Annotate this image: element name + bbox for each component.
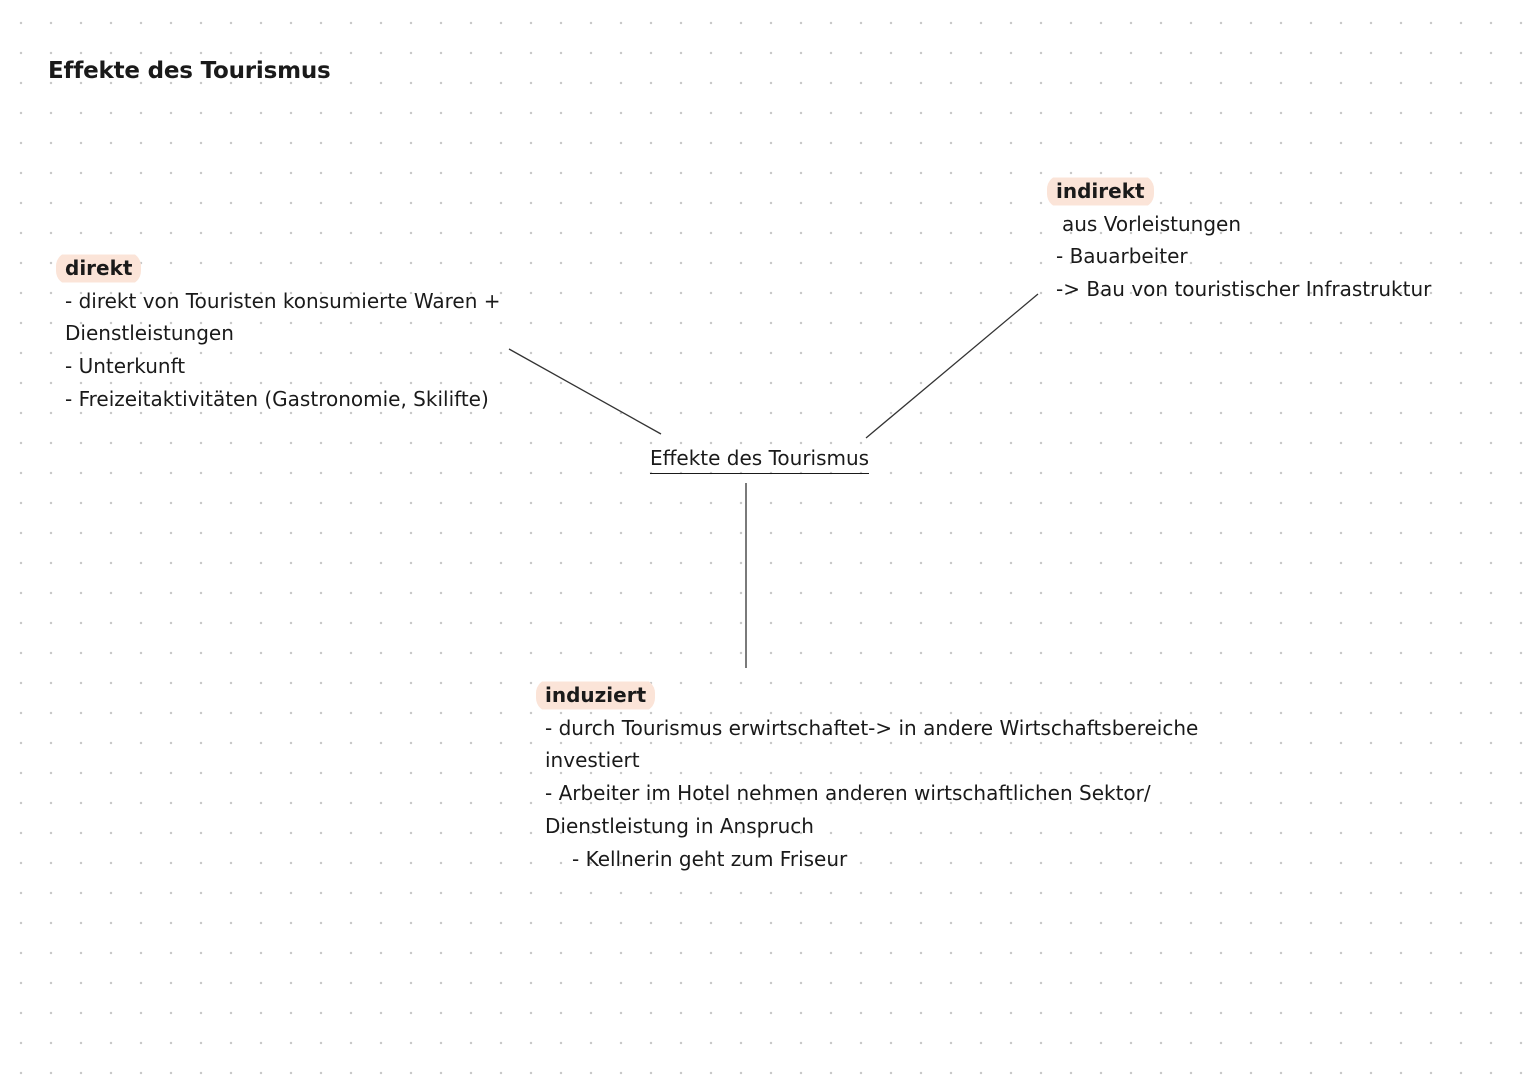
branch-direkt-line: - Freizeitaktivitäten (Gastronomie, Skil…	[65, 386, 489, 411]
branch-direkt-line: Dienstleistungen	[65, 321, 234, 346]
connector-direkt	[508, 348, 662, 435]
branch-induziert-line: - Kellnerin geht zum Friseur	[572, 846, 848, 871]
branch-direkt-line: - direkt von Touristen konsumierte Waren…	[65, 288, 501, 313]
branch-induziert-line: - durch Tourismus erwirtschaftet-> in an…	[545, 715, 1199, 740]
branch-direkt-heading: direkt	[56, 252, 142, 285]
page-title: Effekte des Tourismus	[48, 58, 331, 84]
central-node: Effekte des Tourismus	[650, 443, 870, 474]
branch-indirekt: indirekt aus Vorleistungen - Bauarbeiter…	[1047, 175, 1432, 306]
branch-indirekt-line: -> Bau von touristischer Infrastruktur	[1056, 277, 1432, 302]
branch-indirekt-line: - Bauarbeiter	[1056, 244, 1188, 269]
branch-induziert-line: investiert	[545, 748, 640, 773]
branch-direkt-line: - Unterkunft	[65, 354, 186, 379]
branch-indirekt-heading: indirekt	[1047, 175, 1154, 208]
branch-induziert-line: - Arbeiter im Hotel nehmen anderen wirts…	[545, 781, 1151, 806]
connector-indirekt	[865, 293, 1039, 439]
branch-indirekt-line: aus Vorleistungen	[1062, 211, 1242, 236]
branch-induziert-heading: induziert	[536, 679, 656, 712]
branch-induziert: induziert - durch Tourismus erwirtschaft…	[536, 679, 1199, 875]
branch-induziert-line: Dienstleistung in Anspruch	[545, 813, 814, 838]
branch-direkt: direkt - direkt von Touristen konsumiert…	[56, 252, 501, 416]
